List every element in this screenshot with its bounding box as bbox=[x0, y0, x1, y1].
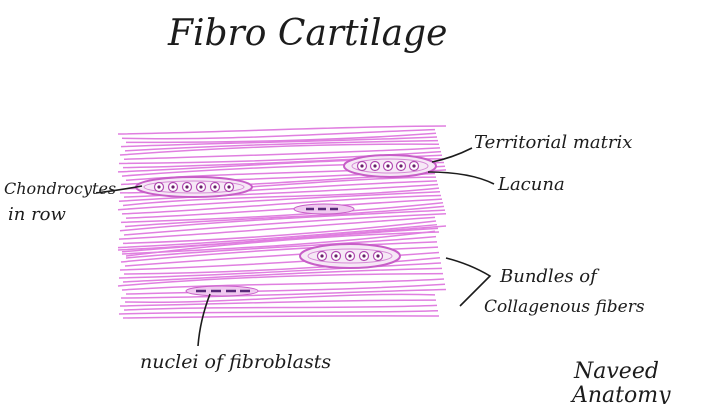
collagen-fiber bbox=[123, 304, 438, 311]
collagen-fiber bbox=[119, 209, 446, 232]
lacuna-right-top bbox=[343, 154, 437, 178]
lacuna-outline bbox=[143, 180, 245, 194]
collagen-fiber bbox=[123, 257, 441, 275]
leader-territorial-matrix bbox=[431, 147, 473, 163]
collagen-fiber bbox=[117, 272, 444, 287]
label-territorial-matrix: Territorial matrix bbox=[474, 132, 632, 153]
leader-lacuna bbox=[427, 171, 495, 185]
label-bundles-line1: Bundles of bbox=[499, 266, 600, 287]
chondrocyte-nucleus bbox=[399, 164, 403, 168]
collagen-fiber bbox=[122, 315, 440, 319]
territorial-matrix-ring bbox=[135, 176, 253, 198]
chondrocyte-nucleus bbox=[199, 185, 203, 189]
lacuna-middle bbox=[299, 243, 401, 269]
chondrocyte-nucleus bbox=[412, 164, 416, 168]
chondrocyte-nucleus bbox=[376, 254, 380, 258]
collagen-fiber bbox=[120, 202, 444, 224]
collagen-fiber bbox=[125, 235, 437, 259]
lacuna-outline bbox=[351, 158, 429, 174]
chondrocyte-nucleus bbox=[320, 254, 324, 258]
collagen-fiber bbox=[125, 283, 446, 295]
collagen-fiber bbox=[119, 299, 437, 307]
lacuna-left bbox=[135, 176, 253, 198]
collagen-fiber bbox=[124, 293, 436, 304]
lacuna-outline bbox=[307, 248, 393, 264]
collagen-fiber bbox=[117, 225, 447, 251]
collagen-fiber bbox=[122, 220, 437, 245]
collagen-fiber bbox=[125, 198, 443, 219]
label-nuclei: nuclei of fibroblasts bbox=[140, 351, 331, 373]
leader-chondrocytes bbox=[95, 185, 143, 194]
collagen-fiber bbox=[117, 223, 438, 249]
collagen-fiber bbox=[120, 241, 438, 263]
collagen-fiber bbox=[121, 278, 445, 291]
collagen-fiber bbox=[119, 143, 440, 156]
chondrocyte-row bbox=[356, 160, 420, 172]
chondrocyte-nucleus bbox=[348, 254, 352, 258]
chondrocyte-nucleus bbox=[373, 164, 377, 168]
collagen-fiber bbox=[122, 187, 440, 207]
chondrocyte-nucleus bbox=[157, 185, 161, 189]
signature-line2: Anatomy bbox=[570, 383, 671, 404]
collagen-fiber bbox=[121, 194, 442, 215]
label-bundles-line2: Collagenous fibers bbox=[484, 297, 645, 317]
leader-nuclei bbox=[197, 293, 211, 347]
bundles-bracket bbox=[445, 257, 492, 307]
chondrocyte-row bbox=[153, 181, 235, 193]
collagen-fiber bbox=[117, 125, 447, 135]
collagen-fiber bbox=[123, 212, 447, 236]
collagen-fiber bbox=[118, 183, 439, 203]
label-lacuna: Lacuna bbox=[497, 174, 565, 195]
collagen-fiber bbox=[121, 230, 436, 255]
collagen-fiber bbox=[123, 147, 441, 160]
chondrocyte-nucleus bbox=[334, 254, 338, 258]
collagen-fiber bbox=[124, 139, 439, 152]
label-chondrocytes-line1: Chondrocytes bbox=[4, 179, 116, 198]
collagen-fiber bbox=[122, 267, 443, 283]
chondrocyte-nucleus bbox=[386, 164, 390, 168]
chondrocyte-row bbox=[316, 250, 384, 262]
collagen-fiber bbox=[118, 309, 439, 315]
collagen-fiber bbox=[120, 136, 438, 148]
collagen-fiber bbox=[121, 128, 436, 140]
label-chondrocytes-line2: in row bbox=[8, 204, 67, 225]
chondrocyte-nucleus bbox=[185, 185, 189, 189]
collagen-fiber bbox=[125, 132, 437, 144]
chondrocyte-nucleus bbox=[171, 185, 175, 189]
chondrocyte-nucleus bbox=[360, 164, 364, 168]
chondrocyte-nucleus bbox=[227, 185, 231, 189]
collagen-fiber bbox=[120, 288, 447, 299]
fibroblast-nuclei-upper bbox=[293, 203, 355, 215]
collagen-fiber bbox=[124, 246, 439, 267]
fibroblast-nuclei-lower bbox=[185, 285, 259, 297]
collagen-fiber bbox=[118, 216, 436, 240]
chondrocyte-nucleus bbox=[362, 254, 366, 258]
collagen-bundle-lower bbox=[117, 225, 447, 319]
signature-line1: Naveed bbox=[573, 359, 659, 384]
chondrocyte-nucleus bbox=[213, 185, 217, 189]
collagen-fiber bbox=[124, 205, 445, 228]
diagram-title: Fibro Cartilage bbox=[167, 13, 447, 54]
collagen-fiber bbox=[118, 262, 442, 279]
collagen-fiber bbox=[117, 191, 441, 211]
